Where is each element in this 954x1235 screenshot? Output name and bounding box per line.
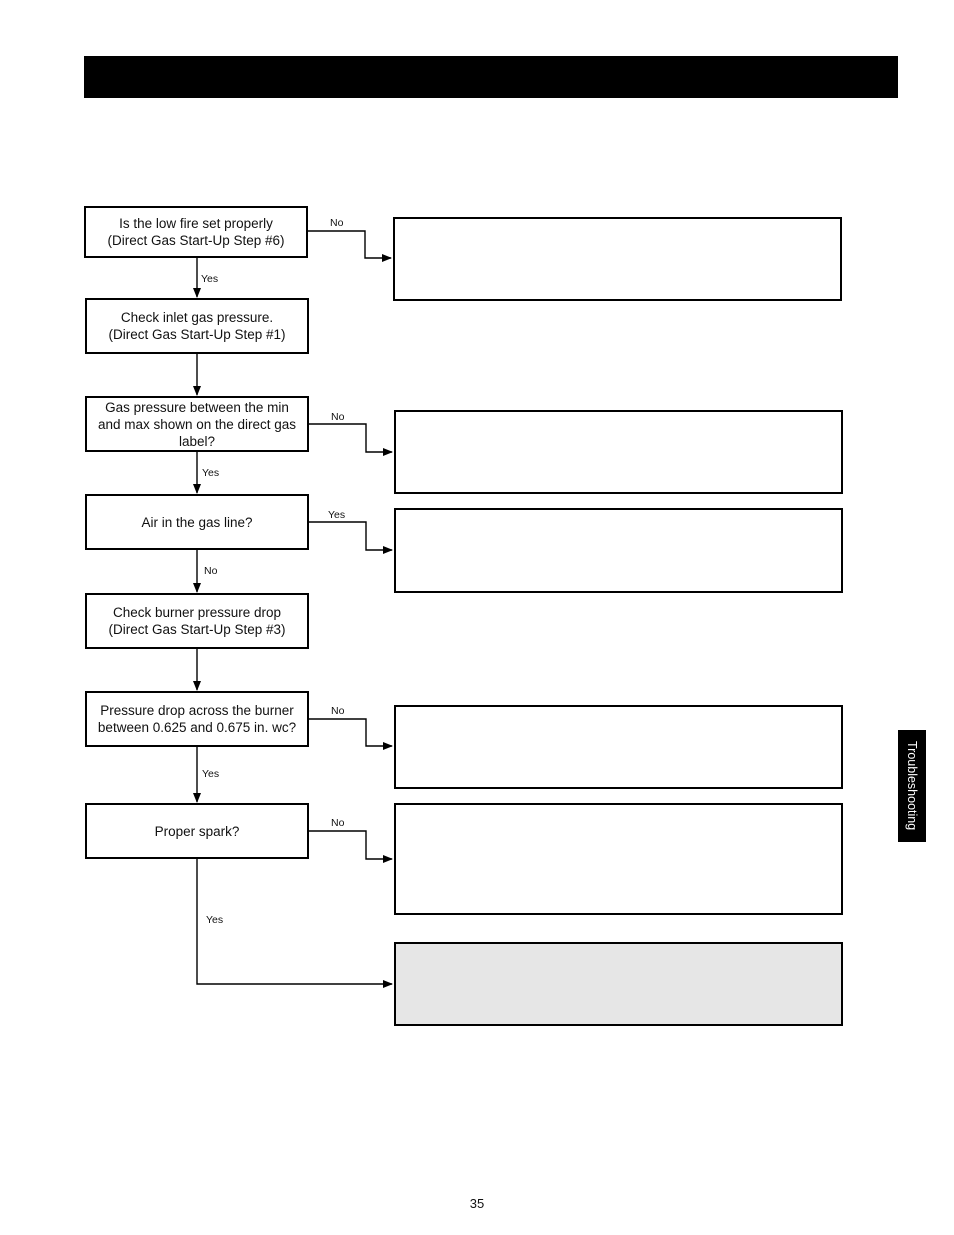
node-burner-pressure-drop-text: Check burner pressure drop (Direct Gas S… — [108, 605, 286, 637]
result-box-5 — [394, 803, 843, 915]
node-air-in-line: Air in the gas line? — [85, 494, 309, 550]
result-box-4 — [394, 705, 843, 789]
result-box-3 — [394, 508, 843, 593]
connector-3-result — [309, 423, 393, 456]
node-proper-spark: Proper spark? — [85, 803, 309, 859]
result-box-2 — [394, 410, 843, 494]
section-tab-troubleshooting: Troubleshooting — [898, 730, 926, 842]
edge-label-3-no: No — [331, 411, 345, 423]
edge-label-1-yes: Yes — [201, 273, 219, 285]
result-box-final — [394, 942, 843, 1026]
node-low-fire-check-text: Is the low fire set properly (Direct Gas… — [107, 216, 285, 248]
edge-label-1-no: No — [330, 217, 344, 229]
edge-label-6-no: No — [331, 705, 345, 717]
node-low-fire-check: Is the low fire set properly (Direct Gas… — [84, 206, 308, 258]
node-proper-spark-text: Proper spark? — [154, 823, 240, 839]
node-pressure-drop-range: Pressure drop across the burner between … — [85, 691, 309, 747]
node-inlet-gas-pressure-text: Check inlet gas pressure. (Direct Gas St… — [108, 310, 286, 342]
node-air-in-line-text: Air in the gas line? — [141, 514, 253, 530]
connector-4-result — [309, 521, 393, 554]
edge-label-4-no: No — [204, 565, 218, 577]
node-burner-pressure-drop: Check burner pressure drop (Direct Gas S… — [85, 593, 309, 649]
result-box-1 — [393, 217, 842, 301]
connector-6-result — [309, 718, 393, 750]
connector-7-final — [196, 858, 393, 988]
node-gas-pressure-range-text: Gas pressure between the min and max sho… — [97, 399, 297, 449]
edge-label-7-no: No — [331, 817, 345, 829]
header-bar — [84, 56, 898, 98]
node-gas-pressure-range: Gas pressure between the min and max sho… — [85, 396, 309, 452]
connector-7-result — [309, 830, 393, 863]
edge-label-3-yes: Yes — [202, 467, 220, 479]
edge-label-4-yes: Yes — [328, 509, 346, 521]
node-inlet-gas-pressure: Check inlet gas pressure. (Direct Gas St… — [85, 298, 309, 354]
edge-label-6-yes: Yes — [202, 768, 220, 780]
node-pressure-drop-range-text: Pressure drop across the burner between … — [97, 703, 297, 735]
page-number: 35 — [469, 1196, 485, 1211]
connector-1-result — [308, 230, 392, 262]
edge-label-7-yes: Yes — [206, 914, 224, 926]
